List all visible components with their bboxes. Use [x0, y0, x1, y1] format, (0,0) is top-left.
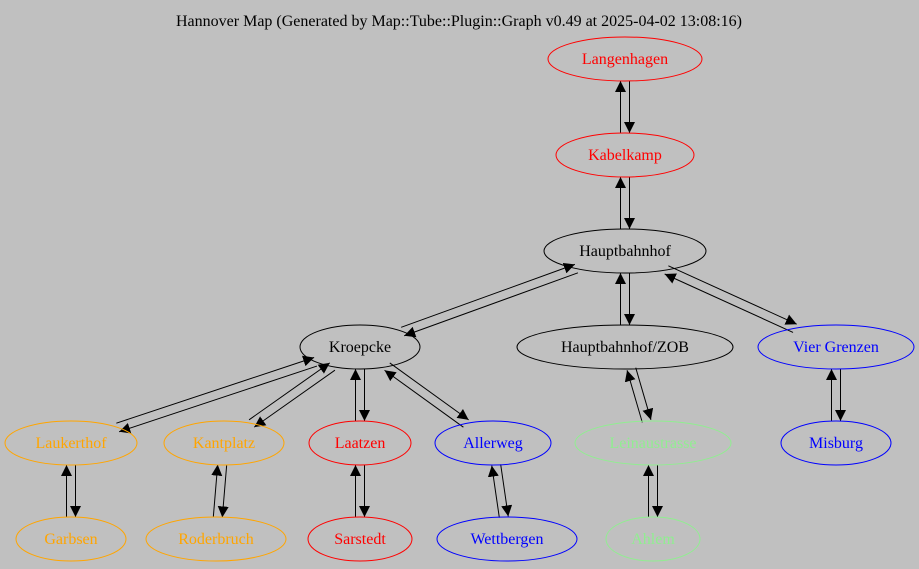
station-node-kabelkamp: Kabelkamp: [555, 132, 695, 178]
station-ellipse: [555, 132, 695, 178]
station-label: Leinaustrasse: [609, 435, 696, 452]
station-label: Misburg: [809, 435, 863, 452]
station-node-laatzen: Laatzen: [308, 420, 412, 466]
station-node-wettbergen: Wettbergen: [436, 516, 578, 562]
connection-arrow-kantplatz-to-roderbruch: [217, 465, 229, 518]
station-ellipse: [145, 516, 287, 562]
connection-arrow-allerweg-to-kroepcke: [384, 369, 464, 428]
connections-layer: [61, 81, 846, 518]
station-label: Hauptbahnhof/ZOB: [561, 339, 689, 356]
station-label: Kantplatz: [193, 435, 255, 452]
map-title: Hannover Map (Generated by Map::Tube::Pl…: [176, 13, 742, 30]
station-node-garbsen: Garbsen: [15, 516, 127, 562]
station-node-hauptbahnhof-zob: Hauptbahnhof/ZOB: [516, 324, 734, 370]
stations-layer: LangenhagenKabelkampHauptbahnhofKroepcke…: [4, 36, 915, 562]
connection-arrow-wettbergen-to-allerweg: [487, 465, 500, 518]
station-ellipse: [757, 324, 915, 370]
connection-arrow-roderbruch-to-kantplatz: [211, 464, 223, 517]
station-ellipse: [516, 324, 734, 370]
station-node-sarstedt: Sarstedt: [307, 516, 413, 562]
station-label: Kroepcke: [329, 339, 391, 356]
station-label: Allerweg: [463, 435, 523, 452]
station-node-misburg: Misburg: [780, 420, 892, 466]
connection-arrow-leinaustrasse-to-hauptbahnhof-zob: [624, 370, 643, 423]
connection-arrow-allerweg-to-wettbergen: [500, 464, 513, 517]
station-node-kantplatz: Kantplatz: [163, 420, 285, 466]
station-ellipse: [436, 516, 578, 562]
connection-arrow-hauptbahnhof-zob-to-leinaustrasse: [635, 367, 654, 420]
station-ellipse: [434, 420, 552, 466]
connection-arrow-hauptbahnhof-to-vier-grenzen: [668, 265, 797, 325]
station-node-kroepcke: Kroepcke: [299, 324, 421, 370]
station-ellipse: [543, 228, 707, 274]
station-ellipse: [4, 420, 138, 466]
station-node-leinaustrasse: Leinaustrasse: [574, 420, 732, 466]
station-ellipse: [780, 420, 892, 466]
station-node-vier-grenzen: Vier Grenzen: [757, 324, 915, 370]
station-node-laukerthof: Laukerthof: [4, 420, 138, 466]
connection-arrow-laukerthof-to-kroepcke: [116, 355, 315, 424]
station-ellipse: [547, 36, 703, 82]
station-label: Wettbergen: [470, 531, 543, 548]
connection-arrow-kroepcke-to-hauptbahnhof: [400, 262, 576, 328]
station-ellipse: [307, 516, 413, 562]
station-label: Roderbruch: [178, 531, 254, 548]
station-label: Hauptbahnhof: [579, 243, 671, 260]
station-label: Kabelkamp: [588, 147, 662, 164]
station-label: Vier Grenzen: [793, 339, 879, 356]
connection-arrow-vier-grenzen-to-hauptbahnhof: [664, 273, 794, 333]
station-ellipse: [574, 420, 732, 466]
connection-arrow-hauptbahnhof-to-kroepcke: [404, 272, 579, 338]
station-label: Langenhagen: [582, 51, 668, 68]
station-ellipse: [15, 516, 127, 562]
station-label: Garbsen: [44, 531, 97, 548]
connection-arrow-kroepcke-to-kantplatz: [253, 369, 336, 428]
station-node-hauptbahnhof: Hauptbahnhof: [543, 228, 707, 274]
connection-arrow-kroepcke-to-laukerthof: [119, 365, 318, 434]
connection-arrow-kantplatz-to-kroepcke: [248, 362, 331, 421]
station-node-roderbruch: Roderbruch: [145, 516, 287, 562]
station-label: Laatzen: [335, 435, 386, 452]
station-node-langenhagen: Langenhagen: [547, 36, 703, 82]
station-ellipse: [163, 420, 285, 466]
station-ellipse: [308, 420, 412, 466]
station-node-allerweg: Allerweg: [434, 420, 552, 466]
station-ellipse: [605, 516, 701, 562]
station-label: Ahlem: [631, 531, 675, 548]
station-label: Laukerthof: [35, 435, 107, 452]
station-label: Sarstedt: [334, 531, 386, 548]
connection-arrow-kroepcke-to-allerweg: [389, 362, 469, 421]
station-node-ahlem: Ahlem: [605, 516, 701, 562]
station-ellipse: [299, 324, 421, 370]
